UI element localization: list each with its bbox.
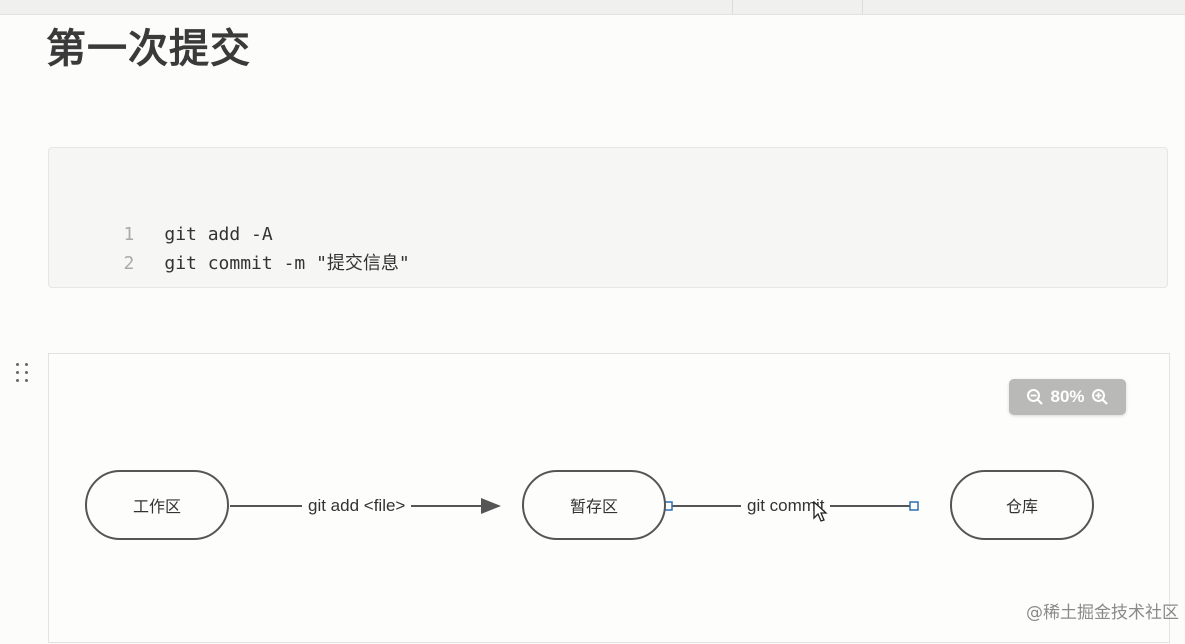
flowchart[interactable]: 80% 工作区 暂存区 仓库 git add <file> git commit: [48, 353, 1170, 643]
edge-label-commit[interactable]: git commit: [741, 496, 831, 516]
drag-handle-icon[interactable]: [14, 362, 32, 384]
code-block[interactable]: 1 git add -A 2 git commit -m "提交信息": [48, 147, 1168, 288]
zoom-level: 80%: [1050, 387, 1085, 406]
node-repository[interactable]: 仓库: [950, 470, 1094, 540]
node-staging-area[interactable]: 暂存区: [522, 470, 666, 540]
code-line: 2 git commit -m "提交信息": [49, 228, 410, 300]
code-line: 1 git add -A: [49, 199, 273, 271]
code-text: git add -A: [164, 224, 273, 245]
node-working-dir[interactable]: 工作区: [85, 470, 229, 540]
toolbar-divider: [862, 0, 863, 14]
page-title: 第一次提交: [46, 26, 251, 72]
zoom-control: 80%: [1009, 379, 1126, 415]
toolbar-divider: [732, 0, 733, 14]
line-number: 1: [123, 224, 135, 245]
zoom-in-icon[interactable]: [1091, 388, 1109, 406]
code-text: git commit -m "提交信息": [164, 253, 410, 274]
mouse-cursor-icon: [813, 501, 828, 522]
edge-label-add[interactable]: git add <file>: [302, 496, 412, 516]
line-number: 2: [123, 253, 135, 274]
edge-anchor-end[interactable]: [909, 501, 919, 511]
top-toolbar: [0, 0, 1185, 15]
zoom-out-icon[interactable]: [1026, 388, 1044, 406]
watermark: @稀土掘金技术社区: [1026, 603, 1179, 623]
